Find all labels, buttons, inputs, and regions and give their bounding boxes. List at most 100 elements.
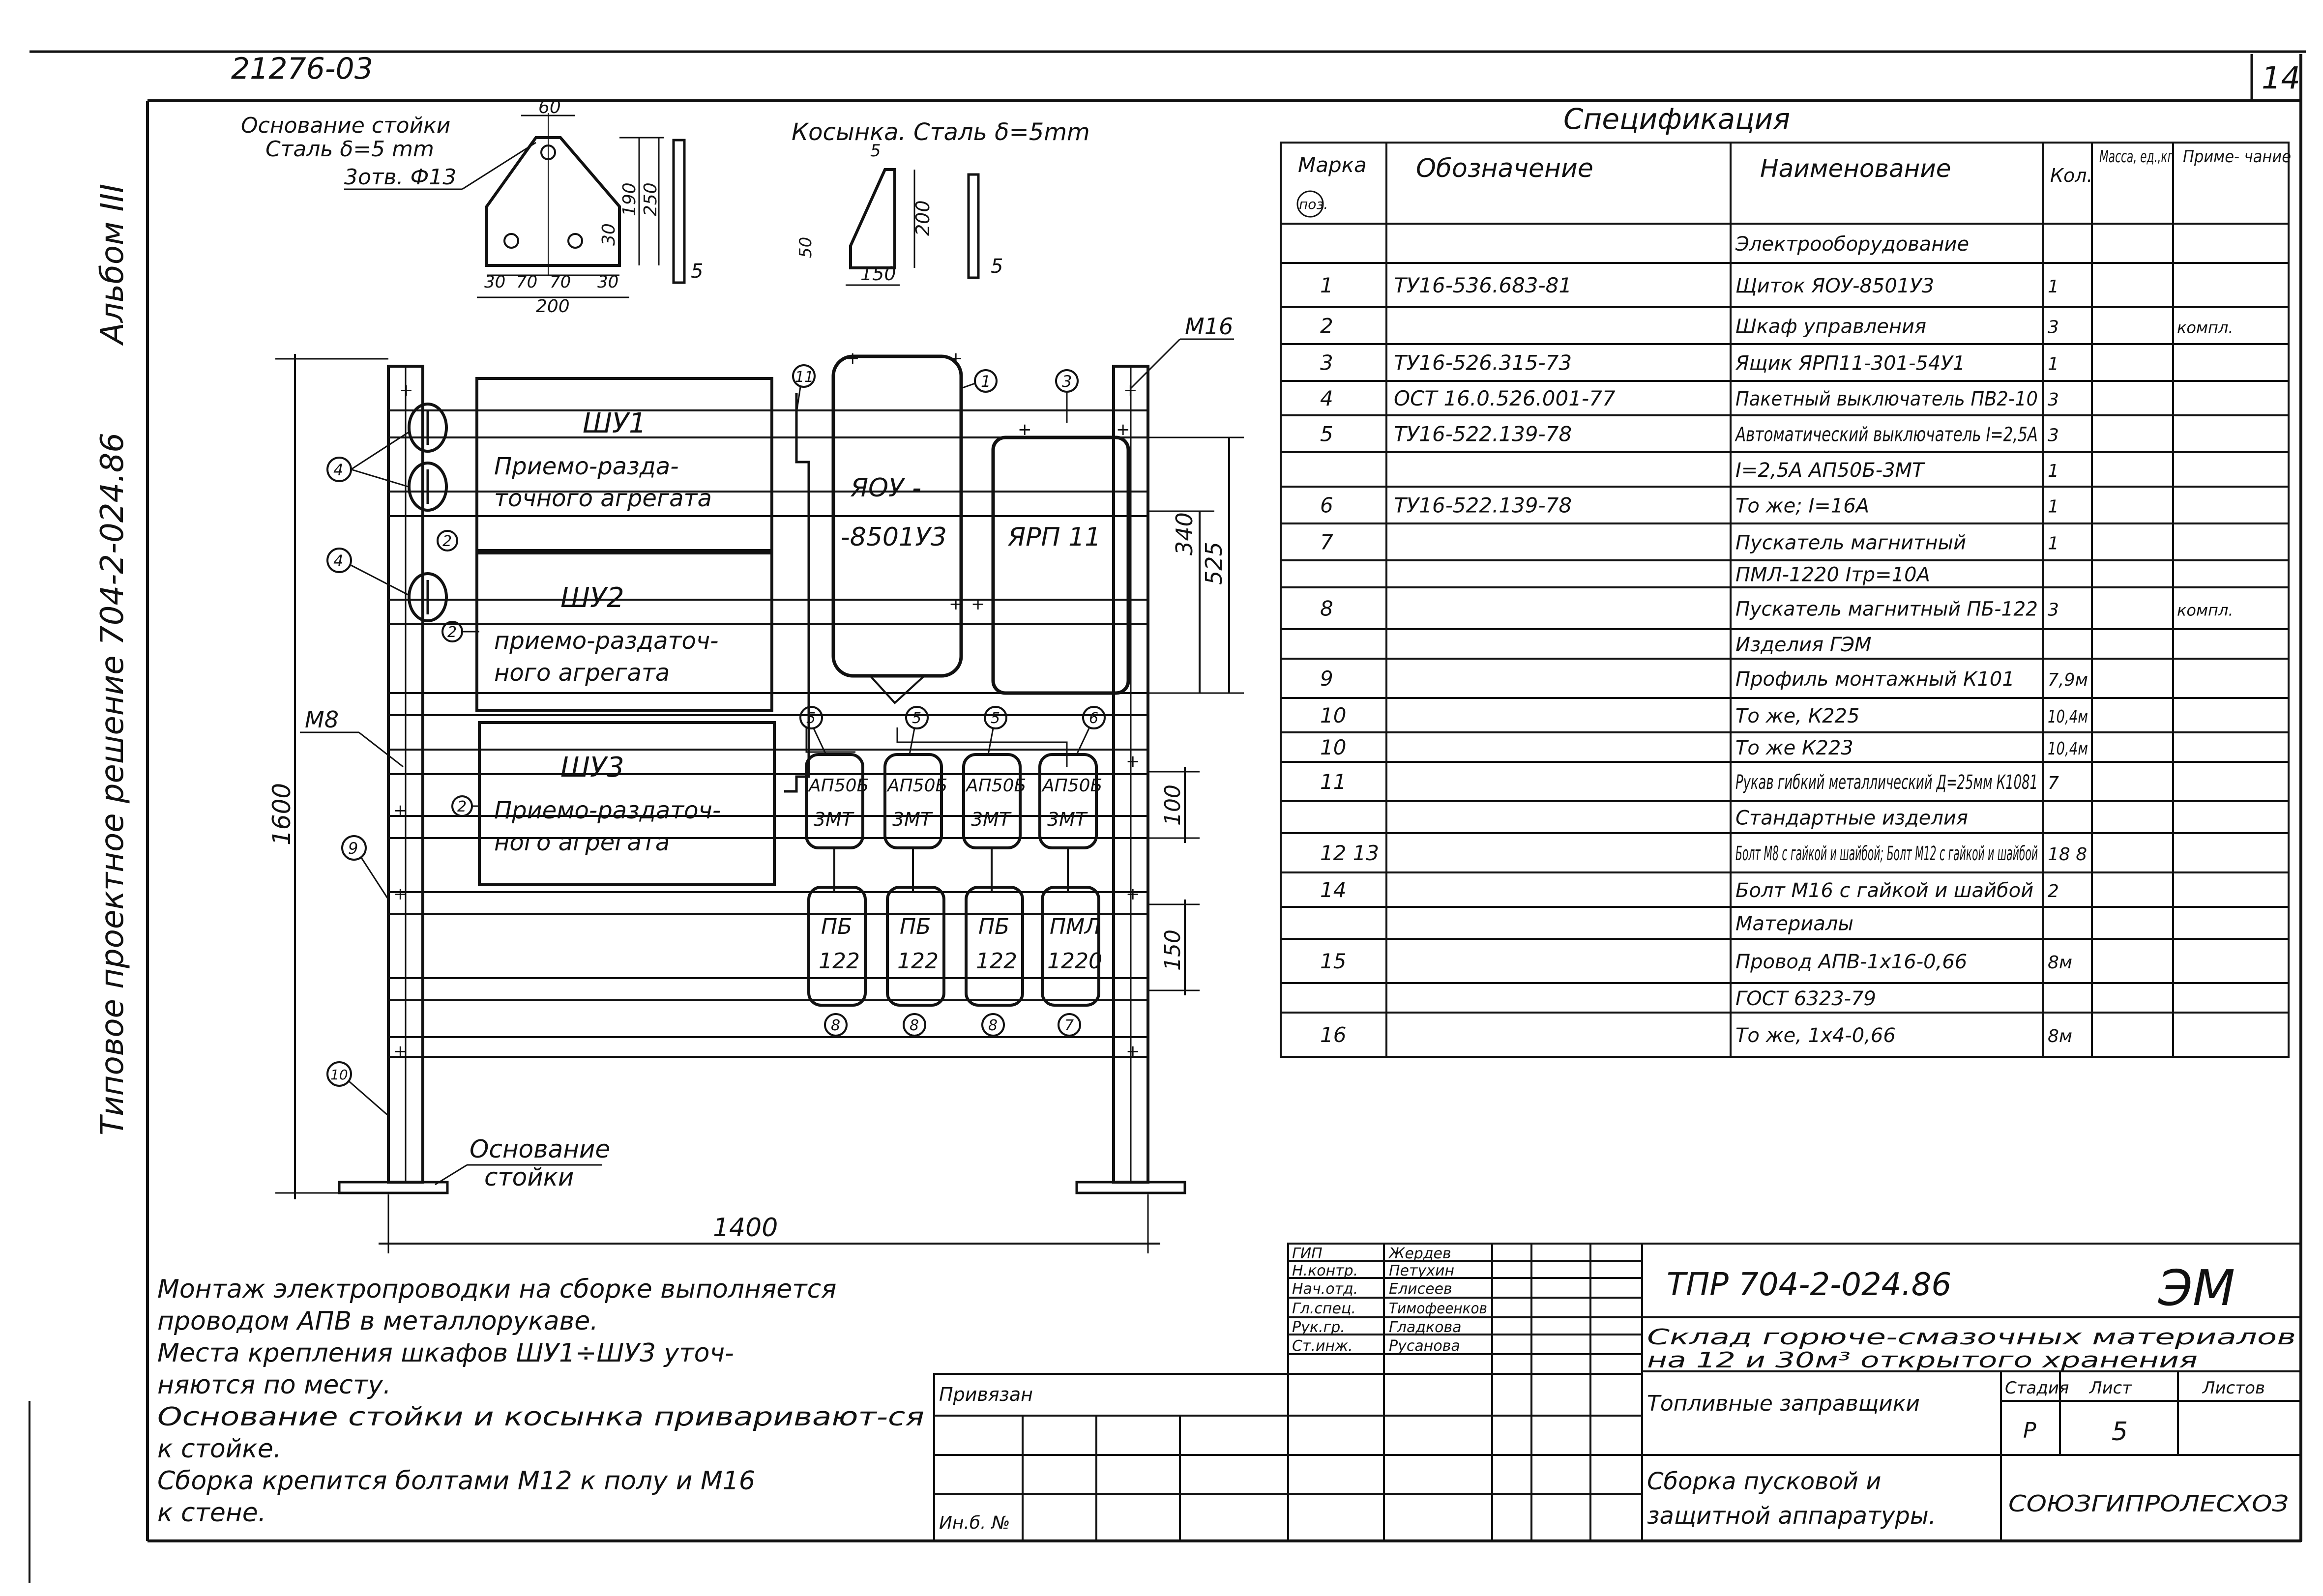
starter-1-l2: 122	[819, 949, 860, 974]
breaker-3-l1: АП50Б	[965, 776, 1026, 796]
label-m8: М8	[305, 706, 339, 733]
title-role: Ст.инж.	[1292, 1337, 1353, 1355]
svg-text:6: 6	[1089, 710, 1098, 727]
dim-150: 150	[1160, 929, 1185, 971]
spec-row-designation: ТУ16-536.683-81	[1394, 273, 1572, 297]
note-line-3: Места крепления шкафов ШУ1÷ШУ3 уточ-	[157, 1338, 734, 1368]
spec-row-pos: 11	[1320, 770, 1346, 794]
label-m16: М16	[1185, 313, 1233, 340]
spec-header-note: Приме- чание	[2183, 147, 2291, 167]
drawing-title-2: защитной аппаратуры.	[1647, 1502, 1936, 1530]
spec-row-pos: 14	[1320, 878, 1346, 902]
callout-11: 11	[792, 364, 816, 413]
box-yarp-label: ЯРП 11	[1007, 522, 1101, 552]
org-name: СОЮЗГИПРОЛЕСХОЗ	[2008, 1490, 2289, 1517]
spec-row-name: ГОСТ 6323-79	[1735, 987, 1876, 1010]
starter-3-l2: 122	[976, 949, 1017, 974]
breaker-1	[805, 753, 864, 849]
svg-text:+: +	[399, 380, 413, 400]
spec-row-qty: 1	[2048, 277, 2059, 297]
callouts: 11 1 3 4 4 2 2 2 9 10 5 5 5 6 8 8 8 7	[326, 364, 1106, 1117]
callout-7: 7	[1058, 1013, 1081, 1037]
title-person: Петухин	[1389, 1262, 1454, 1279]
spec-row-pos: 6	[1320, 493, 1333, 518]
spec-row-name: Профиль монтажный К101	[1735, 668, 2015, 691]
spec-row-pos: 1	[1320, 273, 1333, 297]
spec-row-pos: 4	[1320, 386, 1333, 410]
svg-text:2: 2	[457, 798, 467, 815]
svg-text:7: 7	[1064, 1017, 1074, 1034]
spec-row-name: То же К223	[1735, 737, 1853, 759]
title-role: ГИП	[1292, 1245, 1323, 1262]
title-person: Гладкова	[1389, 1319, 1462, 1336]
spec-row-name: ПМЛ-1220 Iтр=10А	[1735, 564, 1930, 586]
breaker-2-l1: АП50Б	[886, 776, 947, 796]
base-dim-200: 200	[536, 296, 570, 317]
callout-5a: 5	[799, 706, 827, 755]
spec-row-name: Материалы	[1735, 913, 1853, 935]
svg-text:+: +	[1116, 420, 1130, 439]
breaker-4-l2: 3МТ	[1047, 809, 1088, 830]
svg-text:8: 8	[988, 1017, 998, 1034]
album-label: Альбом III	[94, 184, 131, 346]
stage-label: Стадия	[2005, 1378, 2069, 1398]
svg-text:2: 2	[442, 533, 452, 550]
starters-row: ПБ 122 ПБ 122 ПБ 122 ПМЛ 1220	[807, 886, 1102, 1007]
spec-row-qty: 7,9м	[2048, 670, 2088, 690]
dim-525: 525	[1201, 542, 1227, 585]
breaker-3	[962, 753, 1022, 849]
side-title-group: Типовое проектное решение 704-2-024.86 А…	[94, 184, 131, 1135]
svg-text:3: 3	[1062, 372, 1072, 391]
callout-3: 3	[1055, 369, 1079, 423]
base-dim-5: 5	[691, 260, 703, 283]
spec-row-qty: 1	[2048, 497, 2059, 517]
privyazan-label: Привязан	[939, 1384, 1033, 1405]
base-dim-190: 190	[619, 182, 640, 216]
svg-text:8: 8	[831, 1017, 840, 1034]
svg-text:+: +	[393, 1042, 408, 1061]
page-number: 14	[2262, 60, 2300, 96]
packet-switches	[408, 403, 448, 622]
base-dim-70-b: 70	[550, 272, 571, 292]
cabinet-shu1-line1: Приемо-разда-	[494, 453, 679, 480]
callout-5b: 5	[905, 706, 929, 755]
dim-1600: 1600	[267, 783, 296, 845]
callout-1: 1	[961, 369, 998, 393]
breaker-1-l1: АП50Б	[808, 776, 869, 796]
spec-row-qty: 18 8	[2048, 844, 2087, 865]
callout-6: 6	[1076, 706, 1106, 755]
svg-text:+: +	[949, 594, 963, 614]
svg-text:+: +	[846, 348, 860, 368]
spec-row-pos: 5	[1320, 422, 1333, 446]
cabinet-shu2-line1: приемо-раздаточ-	[494, 627, 719, 655]
svg-text:1: 1	[981, 372, 991, 391]
callout-2a: 2	[437, 530, 458, 551]
spec-header-qty: Кол.	[2050, 165, 2093, 186]
spec-row-qty: 1	[2048, 354, 2059, 375]
title-role: Рук.гр.	[1292, 1319, 1345, 1336]
spec-row-qty: 8м	[2048, 953, 2072, 973]
note-line-4: няются по месту.	[157, 1370, 391, 1400]
spec-row-qty: 1	[2048, 534, 2059, 554]
note-line-6: к стойке.	[157, 1434, 281, 1464]
callout-4a: 4	[326, 432, 409, 488]
breaker-3-l2: 3МТ	[971, 809, 1012, 830]
conduit-hose	[784, 393, 810, 793]
callout-8c: 8	[981, 1013, 1005, 1037]
breaker-2-l2: 3МТ	[892, 809, 933, 830]
spec-row-pos: 9	[1320, 667, 1333, 691]
stage-value: Р	[2023, 1418, 2036, 1443]
base-dim-30-r: 30	[597, 272, 618, 292]
svg-text:+: +	[393, 884, 408, 904]
starter-4-l2: 1220	[1047, 949, 1102, 974]
gusset-dim-50: 50	[796, 237, 816, 258]
svg-text:5: 5	[912, 710, 921, 727]
spec-row-note: компл.	[2177, 319, 2234, 337]
sheets-label: Листов	[2202, 1378, 2265, 1398]
spec-row-qty: 3	[2048, 600, 2059, 620]
callout-9: 9	[341, 835, 389, 900]
base-plate-left	[338, 1181, 449, 1194]
svg-text:11: 11	[795, 369, 814, 386]
detail-gusset: Косынка. Сталь δ=5mm 5 200 50 150 5	[792, 118, 1090, 286]
